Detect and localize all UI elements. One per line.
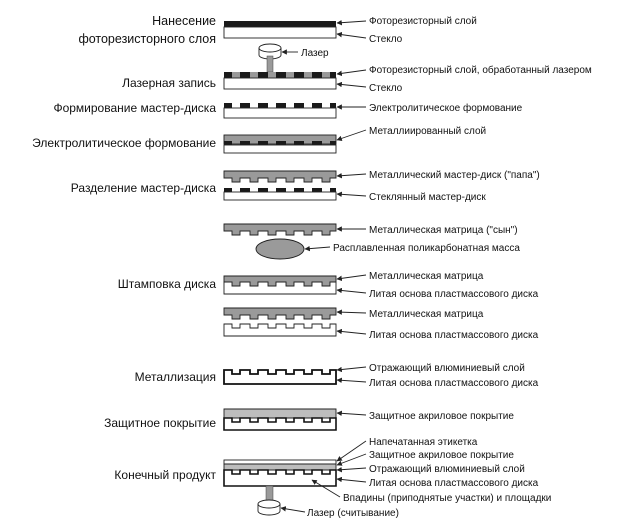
layer-metallization: [223, 369, 337, 385]
label-photoresist-laser: Фоторезисторный слой, обработанный лазер…: [369, 64, 592, 76]
label-cast-1: Литая основа пластмассового диска: [369, 289, 539, 300]
label-acrylic-2: Защитное акриловое покрытие: [369, 450, 514, 461]
stage-labels: Нанесение фоторезисторного слоя Лазерная…: [32, 14, 216, 482]
label-matrix-1: Металлическая матрица: [369, 271, 484, 282]
label-printed: Напечатанная этикетка: [369, 437, 478, 448]
leader-lines: [280, 19, 367, 513]
label-papa: Металлический мастер-диск ("папа"): [369, 170, 540, 181]
label-glass-1: Стекло: [369, 34, 403, 45]
laser-read-icon: [257, 485, 281, 516]
label-matrix-2: Металлическая матрица: [369, 309, 484, 320]
molten-polycarbonate: [255, 238, 305, 260]
layer-glass-master: [223, 188, 337, 201]
label-glass-2: Стекло: [369, 83, 403, 94]
label-son: Металлическая матрица ("сын"): [369, 225, 518, 236]
stage-label-laser-write: Лазерная запись: [122, 76, 216, 90]
label-acrylic-1: Защитное акриловое покрытие: [369, 411, 514, 422]
label-cast-4: Литая основа пластмассового диска: [369, 478, 539, 489]
label-metallized: Металлиированный слой: [369, 126, 486, 137]
label-laser: Лазер: [301, 48, 329, 59]
label-cast-3: Литая основа пластмассового диска: [369, 378, 539, 389]
annotation-labels: Фоторезисторный слой Стекло Лазер Фоторе…: [301, 16, 592, 519]
layer-protective-coat: [223, 408, 337, 431]
stage-label-coating-2: фоторезисторного слоя: [78, 32, 216, 46]
label-cast-2: Литая основа пластмассового диска: [369, 330, 539, 341]
layer-metallized: [223, 134, 337, 154]
layer-stamping-2: [223, 307, 337, 337]
layer-stamping-1: [223, 275, 337, 295]
label-photoresist: Фоторезисторный слой: [369, 16, 477, 27]
label-pits: Впадины (приподнятые участки) и площадки: [343, 493, 551, 504]
stage-label-master-forming: Формирование мастер-диска: [53, 101, 216, 115]
stage-label-master-separation: Разделение мастер-диска: [71, 181, 217, 195]
layer-metal-matrix-son: [223, 223, 337, 236]
label-reflect-2: Отражающий влюминиевый слой: [369, 464, 525, 475]
layer-final-product: [223, 459, 337, 487]
layer-master-forming: [223, 103, 337, 119]
stage-label-protective-coat: Защитное покрытие: [104, 416, 216, 430]
label-reflect-1: Отражающий влюминиевый слой: [369, 363, 525, 374]
stage-label-coating-1: Нанесение: [152, 14, 216, 28]
label-molten: Расплавленная поликарбонатная масса: [333, 242, 520, 254]
stage-label-final-product: Конечный продукт: [114, 468, 216, 482]
stage-label-electroforming: Электролитическое формование: [32, 136, 216, 150]
label-glass-master: Стеклянный мастер-диск: [369, 192, 486, 203]
layer-metal-master-papa: [223, 170, 337, 183]
stage-label-stamping: Штамповка диска: [118, 277, 217, 291]
laser-write-icon: [258, 43, 282, 73]
stage-label-metallization: Металлизация: [135, 370, 216, 384]
label-electroforming: Электролитическое формование: [369, 102, 523, 114]
layer-laser-treated: [223, 72, 337, 90]
layer-photoresist-glass: [223, 21, 337, 39]
label-laser-read: Лазер (считывание): [307, 508, 399, 519]
